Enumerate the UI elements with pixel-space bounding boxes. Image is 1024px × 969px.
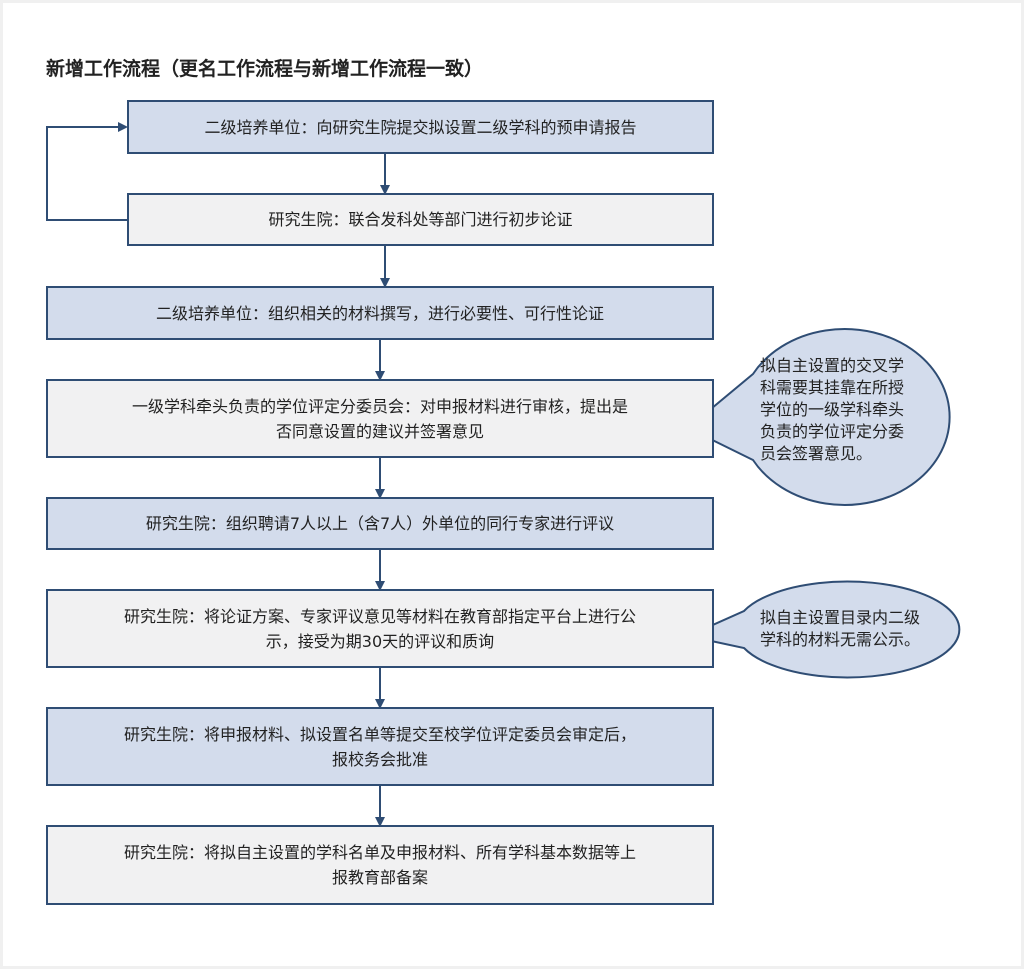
step-6-text-line2: 示，接受为期30天的评议和质询 [265,631,495,651]
step-3-text: 二级培养单位：组织相关的材料撰写，进行必要性、可行性论证 [155,303,604,323]
step-2-text: 研究生院：联合发科处等部门进行初步论证 [268,210,573,229]
step-8-text-line1: 研究生院：将拟自主设置的学科名单及申报材料、所有学科基本数据等上 [123,843,636,862]
step-5-text: 研究生院：组织聘请7人以上（含7人）外单位的同行专家进行评议 [145,514,615,533]
callout-note-2: 拟自主设置目录内二级 学科的材料无需公示。 [760,607,960,651]
callout-note-1-line2: 科需要其挂靠在所授 [760,378,905,397]
step-4-box: 一级学科牵头负责的学位评定分委员会：对申报材料进行审核，提出是 否同意设置的建议… [46,379,714,458]
callout-note-1-line3: 学位的一级学科牵头 [760,400,905,419]
callout-note-1-line4: 负责的学位评定分委 [760,422,905,441]
callout-note-1-line5: 员会签署意见。 [760,444,873,463]
step-3-box: 二级培养单位：组织相关的材料撰写，进行必要性、可行性论证 [46,286,714,340]
step-6-box: 研究生院：将论证方案、专家评议意见等材料在教育部指定平台上进行公 示，接受为期3… [46,589,714,668]
step-7-text-line2: 报校务会批准 [331,749,428,769]
step-1-box: 二级培养单位：向研究生院提交拟设置二级学科的预申请报告 [127,100,714,154]
step-2-box: 研究生院：联合发科处等部门进行初步论证 [127,193,714,246]
step-1-text: 二级培养单位：向研究生院提交拟设置二级学科的预申请报告 [204,117,637,137]
callout-note-2-line1: 拟自主设置目录内二级 [760,608,921,627]
feedback-loop-arrow [46,122,128,221]
diagram-title: 新增工作流程（更名工作流程与新增工作流程一致） [46,58,484,80]
callout-bubble-1 [686,328,951,506]
step-4-text-line2: 否同意设置的建议并签署意见 [275,421,484,441]
callout-bubble-2 [684,580,961,679]
step-5-box: 研究生院：组织聘请7人以上（含7人）外单位的同行专家进行评议 [46,497,714,550]
callout-note-1: 拟自主设置的交叉学 科需要其挂靠在所授 学位的一级学科牵头 负责的学位评定分委 … [760,355,940,465]
step-8-text-line2: 报教育部备案 [331,868,428,887]
step-7-text-line1: 研究生院：将申报材料、拟设置名单等提交至校学位评定委员会审定后， [123,724,636,744]
callout-note-2-line2: 学科的材料无需公示。 [760,630,921,649]
step-8-box: 研究生院：将拟自主设置的学科名单及申报材料、所有学科基本数据等上 报教育部备案 [46,825,714,905]
step-4-text-line1: 一级学科牵头负责的学位评定分委员会：对申报材料进行审核，提出是 [131,396,628,416]
callout-note-1-line1: 拟自主设置的交叉学 [760,356,905,375]
step-6-text-line1: 研究生院：将论证方案、专家评议意见等材料在教育部指定平台上进行公 [123,606,636,626]
step-7-box: 研究生院：将申报材料、拟设置名单等提交至校学位评定委员会审定后， 报校务会批准 [46,707,714,786]
